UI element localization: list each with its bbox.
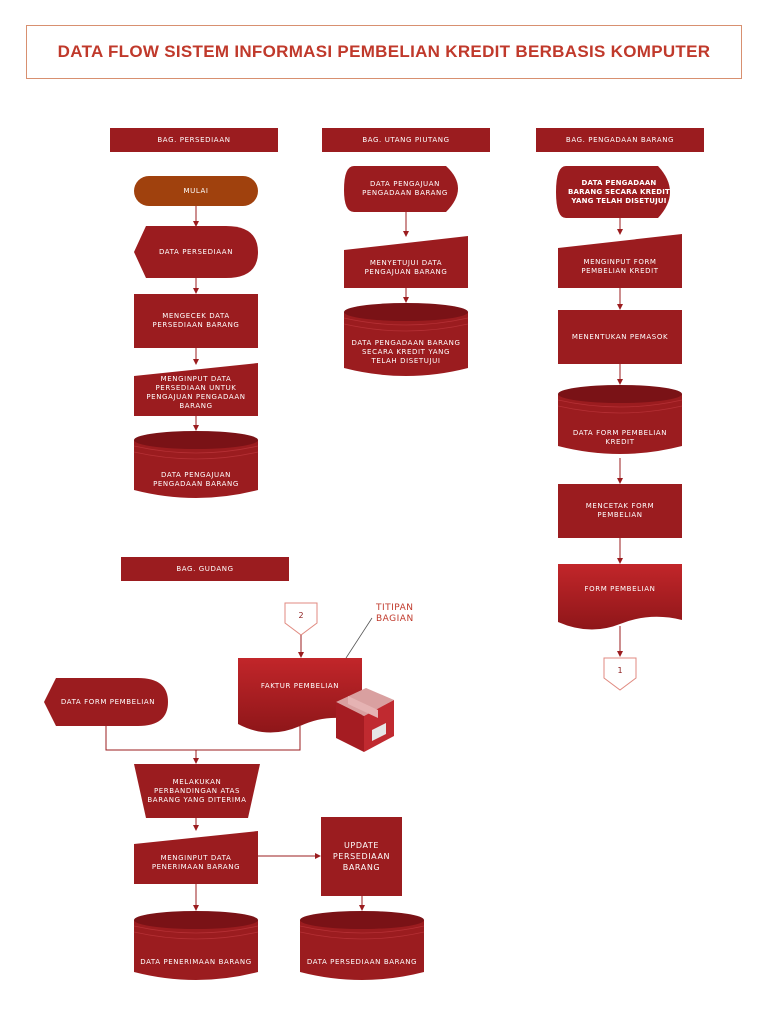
display-disetujui: [556, 166, 670, 218]
lane-header-pengadaan: [536, 128, 704, 152]
label-mulai: MULAI: [183, 186, 209, 195]
label-mengecek: MENGECEK DATA PERSEDIAAN BARANG: [152, 312, 240, 329]
process-update: [321, 817, 402, 896]
process-menentukan: [558, 310, 682, 364]
document-faktur: [238, 658, 362, 733]
database-penerimaan: [133, 911, 259, 980]
display-pengajuan: [344, 166, 458, 212]
document-form-pembelian: [558, 564, 682, 630]
label-menginput-persediaan: MENGINPUT DATA PERSEDIAAN UNTUK PENGAJUA…: [146, 375, 246, 410]
label-connector-2: 2: [298, 611, 304, 620]
label-db-pengajuan: DATA PENGAJUAN PENGADAAN BARANG: [153, 471, 239, 488]
label-db-persediaan: DATA PERSEDIAAN BARANG: [306, 957, 418, 966]
terminal-mulai: [134, 176, 258, 206]
display-data-form: [44, 678, 168, 726]
title-box: DATA FLOW SISTEM INFORMASI PEMBELIAN KRE…: [26, 25, 742, 79]
manual-input-penerimaan: [134, 831, 258, 884]
label-menyetujui: MENYETUJUI DATA PENGAJUAN BARANG: [364, 259, 448, 276]
manual-input-form: [558, 234, 682, 288]
database-disetujui: [343, 303, 469, 376]
lane-header-persediaan: [110, 128, 278, 152]
manual-op-melakukan: [134, 764, 260, 818]
database-persediaan: [299, 911, 425, 980]
box-icon: [336, 688, 394, 752]
lane-label-utang: BAG. UTANG PIUTANG: [362, 135, 450, 144]
label-faktur: FAKTUR PEMBELIAN: [260, 681, 340, 690]
label-menentukan: MENENTUKAN PEMASOK: [571, 332, 669, 341]
label-menginput-penerimaan: MENGINPUT DATA PENERIMAAN BARANG: [151, 854, 241, 871]
database-form: [557, 385, 683, 454]
process-mengecek: [134, 294, 258, 348]
label-form-pembelian: FORM PEMBELIAN: [584, 584, 656, 593]
label-mencetak: MENCETAK FORM PEMBELIAN: [585, 502, 655, 519]
label-melakukan: MELAKUKAN PERBANDINGAN ATAS BARANG YANG …: [147, 777, 247, 804]
process-mencetak: [558, 484, 682, 538]
label-doc-pengajuan: DATA PENGAJUAN PENGADAAN BARANG: [362, 180, 448, 197]
display-data-persediaan: [134, 226, 258, 278]
label-db-disetujui: DATA PENGADAAN BARANG SECARA KREDIT YANG…: [351, 338, 461, 365]
lane-label-pengadaan: BAG. PENGADAAN BARANG: [565, 135, 675, 144]
label-db-form: DATA FORM PEMBELIAN KREDIT: [572, 429, 668, 446]
lane-header-gudang: [121, 557, 289, 581]
manual-input-persediaan: [134, 363, 258, 416]
offpage-connector-2: [284, 602, 318, 636]
lane-header-utang: [322, 128, 490, 152]
lane-label-gudang: BAG. GUDANG: [176, 564, 234, 573]
label-menginput-form: MENGINPUT FORM PEMBELIAN KREDIT: [581, 258, 659, 275]
database-pengajuan: [133, 431, 259, 498]
lane-label-persediaan: BAG. PERSEDIAAN: [157, 135, 231, 144]
label-connector-1: 1: [617, 666, 623, 675]
label-data-form: DATA FORM PEMBELIAN: [60, 697, 156, 706]
label-data-persediaan: DATA PERSEDIAAN: [158, 247, 234, 256]
note-titipan-bagian: TITIPAN BAGIAN: [376, 603, 414, 624]
label-db-penerimaan: DATA PENERIMAAN BARANG: [140, 957, 252, 966]
page-title: DATA FLOW SISTEM INFORMASI PEMBELIAN KRE…: [57, 42, 711, 61]
label-doc-disetujui: DATA PENGADAAN BARANG SECARA KREDIT YANG…: [567, 178, 670, 205]
label-update: UPDATE PERSEDIAAN BARANG: [332, 841, 391, 872]
offpage-connector-1: [603, 657, 637, 691]
manual-input-menyetujui: [344, 236, 468, 288]
